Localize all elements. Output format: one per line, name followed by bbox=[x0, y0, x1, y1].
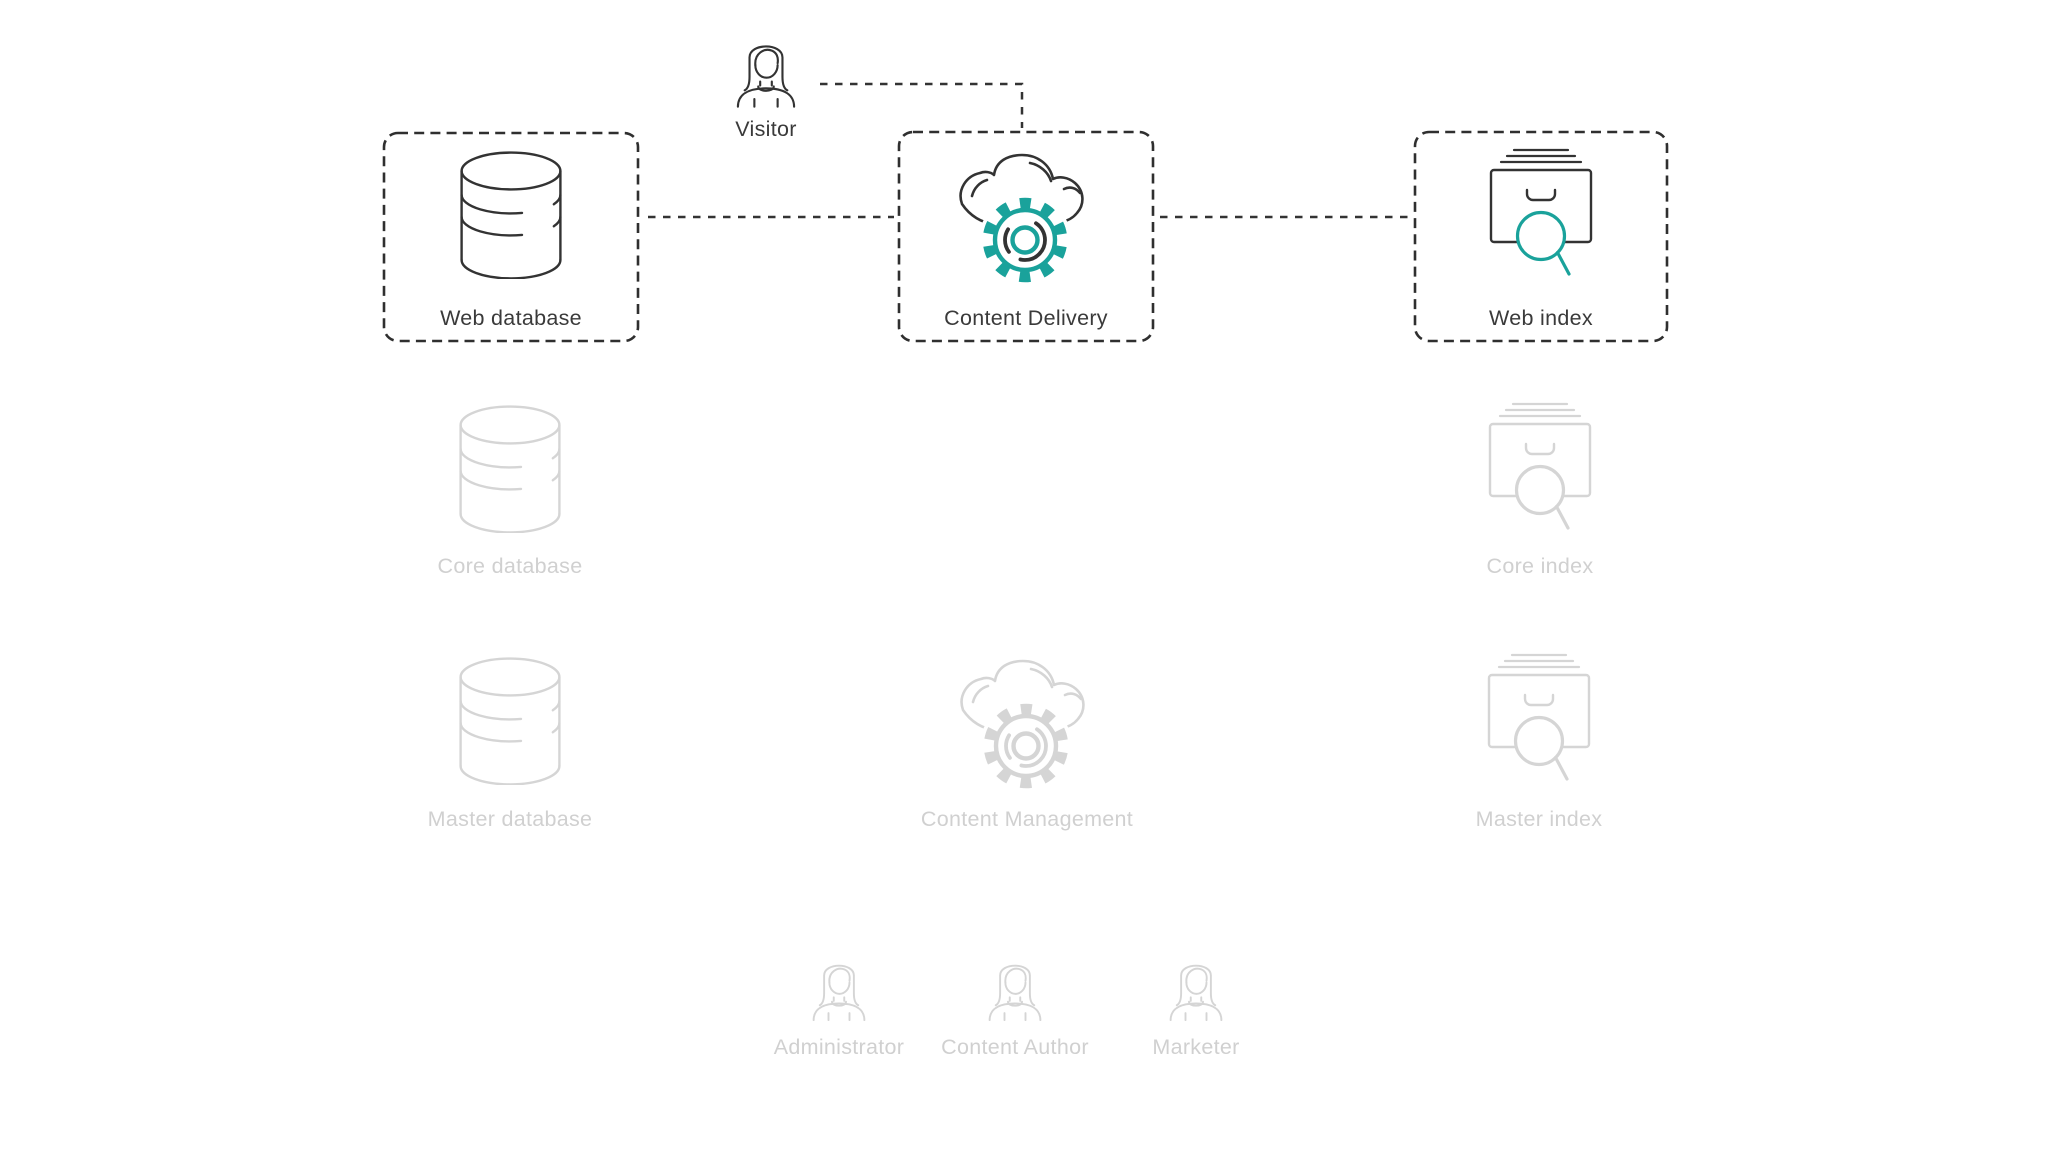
node-master-database[interactable]: Master database bbox=[390, 657, 630, 832]
node-administrator[interactable]: Administrator bbox=[729, 951, 949, 1060]
dashed-box-border bbox=[382, 131, 640, 343]
node-content-author[interactable]: Content Author bbox=[905, 951, 1125, 1060]
node-label: Web index bbox=[1489, 306, 1593, 330]
database-icon bbox=[460, 151, 562, 279]
database-icon bbox=[459, 405, 561, 533]
cloud-gear-icon bbox=[958, 150, 1094, 286]
connector-visitor-to-content-delivery bbox=[820, 82, 1024, 128]
node-core-index[interactable]: Core index bbox=[1420, 402, 1660, 579]
database-icon bbox=[459, 657, 561, 785]
index-search-icon bbox=[1488, 148, 1594, 286]
node-marketer[interactable]: Marketer bbox=[1086, 951, 1306, 1060]
node-label: Marketer bbox=[1152, 1035, 1240, 1059]
node-label: Administrator bbox=[773, 1035, 905, 1059]
node-master-index[interactable]: Master index bbox=[1419, 653, 1659, 832]
node-label: Core database bbox=[437, 554, 583, 578]
node-label: Master database bbox=[427, 807, 593, 831]
node-label: Content Delivery bbox=[944, 306, 1108, 330]
node-label: Content Management bbox=[920, 807, 1134, 831]
node-label: Visitor bbox=[735, 117, 797, 141]
index-search-icon bbox=[1487, 402, 1593, 540]
node-web-database[interactable]: Web database bbox=[382, 131, 640, 343]
cloud-gear-icon bbox=[959, 656, 1095, 792]
node-visitor[interactable]: Visitor bbox=[686, 30, 846, 142]
node-label: Core index bbox=[1486, 554, 1594, 578]
node-label: Content Author bbox=[941, 1035, 1089, 1059]
content-author-person-icon bbox=[987, 951, 1043, 1021]
node-label: Web database bbox=[440, 306, 582, 330]
visitor-person-icon bbox=[735, 30, 797, 108]
dashed-box-border bbox=[1413, 130, 1669, 343]
node-core-database[interactable]: Core database bbox=[390, 405, 630, 579]
administrator-person-icon bbox=[811, 951, 867, 1021]
marketer-person-icon bbox=[1168, 951, 1224, 1021]
node-content-management[interactable]: Content Management bbox=[897, 656, 1157, 832]
node-label: Master index bbox=[1475, 807, 1603, 831]
index-search-icon bbox=[1486, 653, 1592, 791]
node-web-index[interactable]: Web index bbox=[1413, 130, 1669, 343]
node-content-delivery[interactable]: Content Delivery bbox=[897, 130, 1155, 343]
